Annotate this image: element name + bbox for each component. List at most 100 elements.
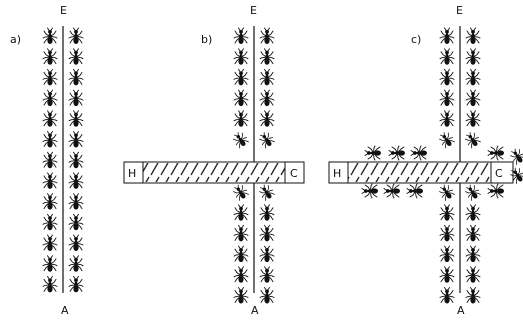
ant-icon xyxy=(362,184,378,198)
ant-icon xyxy=(389,146,405,160)
ant-icon xyxy=(439,89,455,107)
ant-icon xyxy=(42,27,58,45)
ant-icon xyxy=(42,89,58,107)
ant-icon xyxy=(42,172,58,190)
panel-c-label: c) xyxy=(411,33,421,46)
ant-icon xyxy=(439,27,455,45)
ant-icon xyxy=(68,27,84,45)
ant-icon xyxy=(233,204,249,222)
ant-icon xyxy=(465,89,481,107)
ant-icon xyxy=(42,48,58,66)
ant-icon xyxy=(365,146,381,160)
ant-icon xyxy=(465,27,481,45)
panel-c-bridge-left-label: H xyxy=(333,167,341,180)
ant-icon xyxy=(68,89,84,107)
ant-icon xyxy=(233,287,249,304)
ant-icon xyxy=(465,266,481,284)
panel-c-top-label: E xyxy=(456,4,463,17)
ant-icon xyxy=(42,131,58,148)
ant-icon xyxy=(465,68,481,86)
ant-icon xyxy=(68,48,84,66)
ant-icon xyxy=(465,245,481,263)
carrying-ant-icon xyxy=(463,130,482,149)
ant-icon xyxy=(42,193,58,211)
panel-c-bridge-right-label: C xyxy=(495,167,503,180)
ant-icon xyxy=(233,110,249,128)
ant-icon xyxy=(42,255,58,273)
carrying-ant-icon xyxy=(257,130,276,149)
panel-b-bottom-label: A xyxy=(251,304,259,317)
ant-icon xyxy=(233,89,249,107)
ant-icon xyxy=(259,27,275,45)
ant-icon xyxy=(488,184,504,198)
panel-a-left-ants xyxy=(42,27,58,293)
ant-icon xyxy=(439,110,455,128)
ant-icon xyxy=(68,172,84,190)
panel-a-top-label: E xyxy=(60,4,67,17)
ant-icon xyxy=(68,213,84,231)
ant-icon xyxy=(384,184,400,198)
ant-icon xyxy=(465,48,481,66)
ant-icon xyxy=(42,234,58,252)
panel-c-bridge: H C xyxy=(328,161,514,184)
panel-b-bridge-left-label: H xyxy=(128,167,136,180)
ant-icon xyxy=(259,68,275,86)
panel-a-label: a) xyxy=(10,33,21,46)
ant-icon xyxy=(439,68,455,86)
panel-c-bottom-label: A xyxy=(457,304,465,317)
ant-icon xyxy=(68,193,84,211)
ant-icon xyxy=(68,234,84,252)
ant-icon xyxy=(439,287,455,304)
panel-b: b) E A H C xyxy=(123,4,305,317)
ant-icon xyxy=(259,266,275,284)
ant-icon xyxy=(439,204,455,222)
panel-b-top-label: E xyxy=(250,4,257,17)
ant-icon xyxy=(259,245,275,263)
carrying-ant-icon xyxy=(231,130,250,149)
ant-icon xyxy=(465,287,481,304)
ant-icon xyxy=(68,110,84,128)
panel-b-label: b) xyxy=(201,33,212,46)
ant-icon xyxy=(465,224,481,242)
ant-icon xyxy=(411,146,427,160)
ant-icon xyxy=(465,204,481,222)
carrying-ant-icon xyxy=(231,183,250,202)
ant-icon xyxy=(439,224,455,242)
ant-icon xyxy=(465,110,481,128)
ant-icon xyxy=(68,275,84,293)
panel-a: a) E A xyxy=(10,4,84,317)
ant-icon xyxy=(68,151,84,169)
panel-c: c) E A H C xyxy=(328,4,523,317)
ant-icon xyxy=(42,110,58,128)
ant-icon xyxy=(259,204,275,222)
ant-icon xyxy=(233,224,249,242)
ant-icon xyxy=(259,48,275,66)
ant-icon xyxy=(68,255,84,273)
ant-icon xyxy=(259,110,275,128)
ant-icon xyxy=(439,245,455,263)
panel-b-bridge: H C xyxy=(123,161,305,184)
ant-icon xyxy=(42,213,58,231)
ant-icon xyxy=(439,266,455,284)
carrying-ant-icon xyxy=(463,183,482,202)
ant-icon xyxy=(407,184,423,198)
ant-icon xyxy=(233,266,249,284)
ant-icon xyxy=(68,68,84,86)
ant-icon xyxy=(42,68,58,86)
ant-icon xyxy=(439,48,455,66)
ant-icon xyxy=(233,68,249,86)
ant-icon xyxy=(259,287,275,304)
carrying-ant-icon xyxy=(437,183,456,202)
ant-icon xyxy=(42,275,58,293)
panel-a-right-ants xyxy=(68,27,84,293)
ant-icon xyxy=(233,48,249,66)
ant-icon xyxy=(233,27,249,45)
ant-icon xyxy=(68,131,84,148)
ant-icon xyxy=(259,89,275,107)
panel-a-bottom-label: A xyxy=(61,304,69,317)
ant-icon xyxy=(488,146,504,160)
ant-icon xyxy=(233,245,249,263)
panel-b-bridge-right-label: C xyxy=(290,167,298,180)
carrying-ant-icon xyxy=(257,183,276,202)
